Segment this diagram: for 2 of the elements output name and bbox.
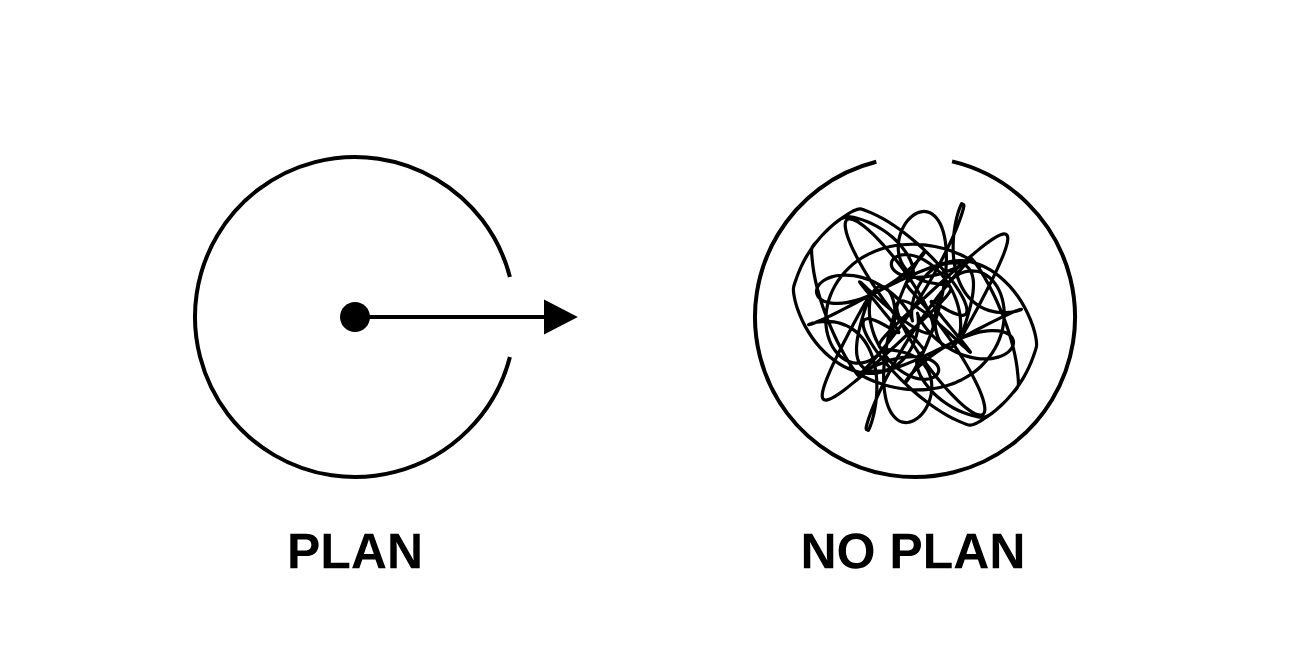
caption-label: PLAN [290, 533, 420, 569]
caption-label: NO PLAN [803, 533, 1023, 569]
